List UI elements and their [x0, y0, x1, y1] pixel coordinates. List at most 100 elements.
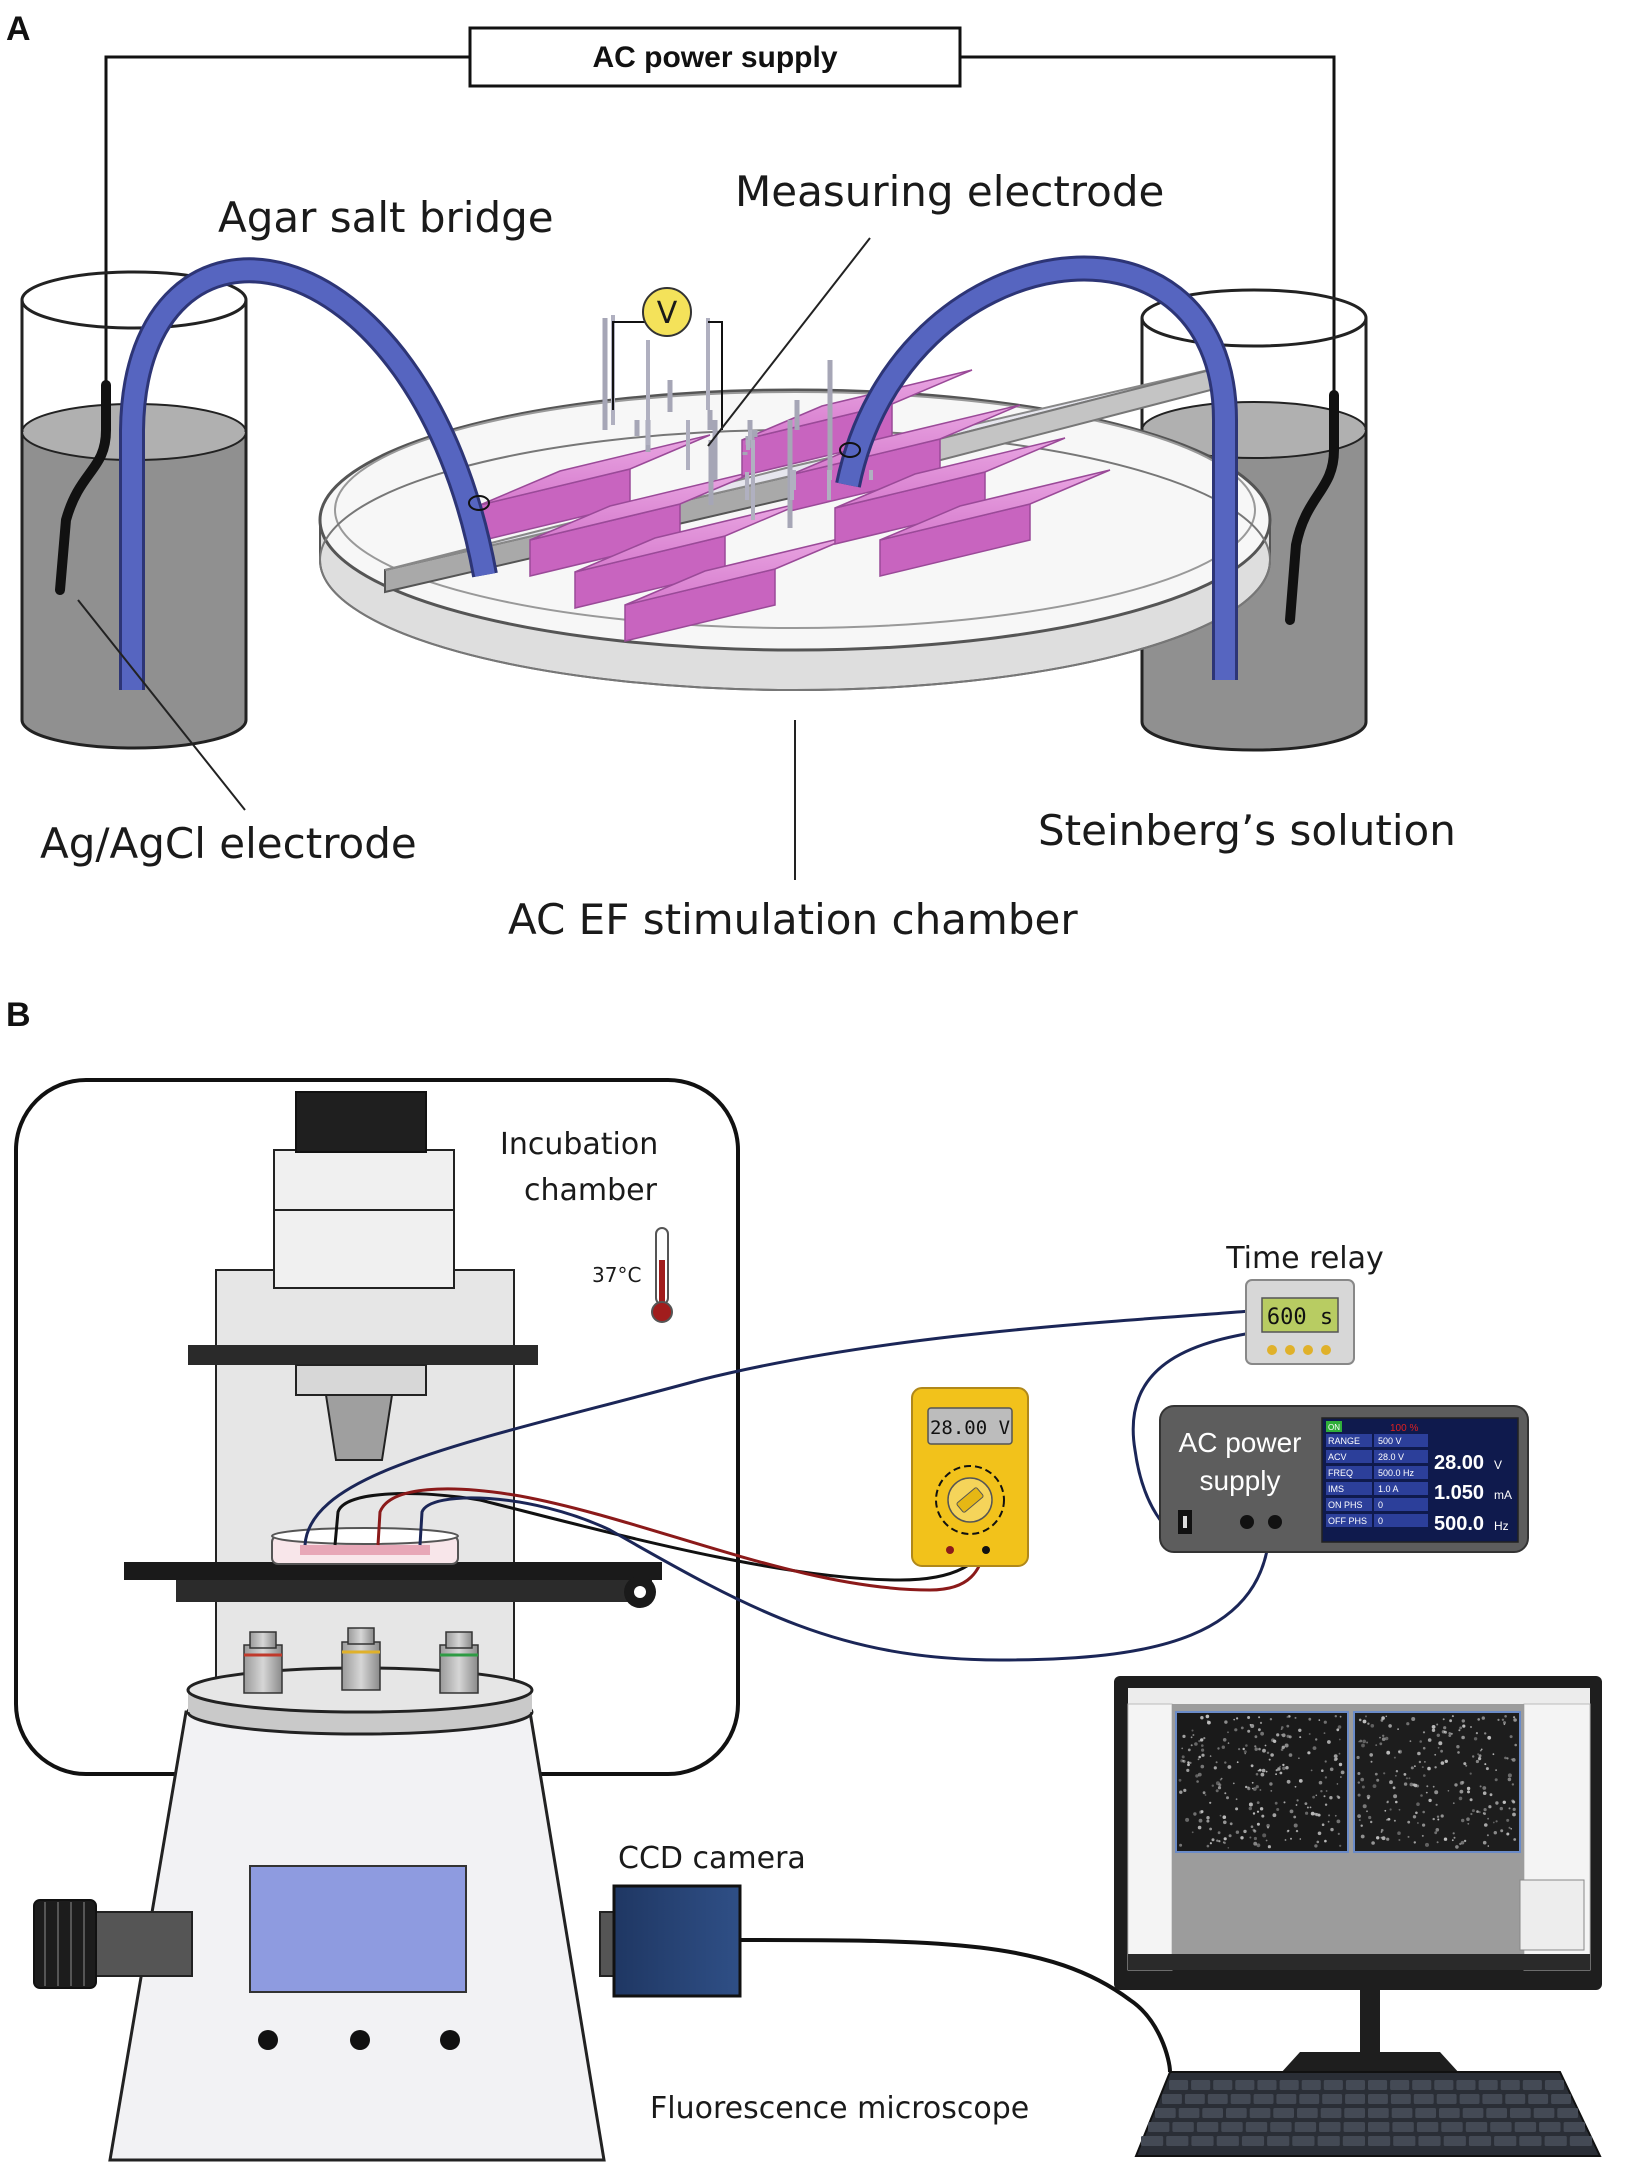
cell-dot	[1267, 1845, 1271, 1849]
cell-dot	[1369, 1753, 1373, 1757]
keyboard-key	[1297, 2108, 1318, 2118]
cell-dot	[1434, 1753, 1437, 1756]
power-screen-row-label: ON PHS	[1328, 1500, 1363, 1510]
keyboard-key	[1462, 2108, 1484, 2118]
keyboard-key	[1245, 2122, 1268, 2132]
cell-dot	[1428, 1798, 1432, 1803]
cell-dot	[1315, 1738, 1318, 1741]
cell-dot	[1407, 1835, 1410, 1838]
cell-dot	[1209, 1755, 1212, 1757]
cell-dot	[1368, 1815, 1372, 1820]
cell-dot	[1454, 1783, 1458, 1787]
cell-dot	[1262, 1833, 1267, 1838]
cell-dot	[1298, 1728, 1302, 1733]
cell-dot	[1318, 1719, 1321, 1721]
cell-dot	[1224, 1792, 1227, 1795]
cell-dot	[1202, 1791, 1206, 1795]
power-screen-row-label: RANGE	[1328, 1436, 1360, 1446]
keyboard-key	[1148, 2122, 1170, 2132]
cell-dot	[1453, 1836, 1456, 1839]
keyboard-key	[1162, 2094, 1182, 2104]
keyboard-key	[1191, 2080, 1211, 2090]
keyboard-key	[1459, 2094, 1480, 2104]
keyboard-key	[1202, 2108, 1223, 2118]
cell-dot	[1259, 1721, 1263, 1724]
cell-dot	[1426, 1785, 1429, 1788]
gel-block	[834, 437, 1066, 509]
cell-dot	[1477, 1753, 1479, 1755]
cell-dot	[1227, 1847, 1230, 1849]
cell-dot	[1197, 1825, 1202, 1830]
cell-dot	[1380, 1836, 1383, 1839]
keyboard-key	[1221, 2122, 1243, 2132]
cell-dot	[1507, 1773, 1512, 1778]
cell-dot	[1191, 1831, 1194, 1834]
ccd-camera	[612, 1884, 1172, 2073]
cell-dot	[1206, 1844, 1210, 1848]
cell-dot	[1294, 1716, 1297, 1719]
cell-dot	[1482, 1791, 1487, 1795]
keyboard-key	[1169, 2080, 1189, 2090]
cell-dot	[1252, 1787, 1257, 1791]
cell-dot	[1495, 1820, 1498, 1823]
keyboard-key	[1456, 2080, 1476, 2090]
cell-dot	[1495, 1801, 1499, 1805]
keyboard-key	[1172, 2122, 1194, 2132]
cell-dot	[1219, 1814, 1222, 1817]
cell-dot	[1366, 1741, 1369, 1744]
cell-dot	[1235, 1807, 1239, 1811]
cell-dot	[1248, 1802, 1253, 1807]
cell-dot	[1323, 1720, 1327, 1724]
cell-dot	[1247, 1716, 1251, 1719]
cell-dot	[1366, 1810, 1368, 1813]
cell-dot	[1200, 1738, 1204, 1742]
cell-dot	[1274, 1801, 1278, 1805]
cell-dot	[1406, 1722, 1410, 1726]
cell-dot	[1456, 1745, 1460, 1749]
cell-dot	[1339, 1715, 1342, 1718]
cell-dot	[1200, 1716, 1204, 1720]
cell-dot	[1409, 1782, 1414, 1787]
measuring-electrode-pins	[602, 318, 833, 528]
cell-dots-right	[1356, 1715, 1517, 1849]
cell-dot	[1325, 1790, 1328, 1792]
power-screen-row-value-bg	[1374, 1466, 1428, 1479]
cell-dot	[1481, 1716, 1486, 1720]
power-screen-row-value-bg	[1374, 1450, 1428, 1463]
power-screen-row-value: 500 V	[1378, 1436, 1402, 1446]
cell-dot	[1286, 1716, 1289, 1718]
cell-dot	[1511, 1799, 1515, 1803]
cell-dot	[1449, 1719, 1452, 1723]
cell-dot	[1269, 1718, 1273, 1721]
cell-dot	[1506, 1757, 1509, 1760]
keyboard-key	[1505, 2094, 1526, 2104]
cell-dot	[1275, 1773, 1277, 1776]
cell-dot	[1265, 1839, 1268, 1842]
cell-dot	[1443, 1837, 1448, 1841]
cell-dot	[1395, 1800, 1398, 1804]
cell-dot	[1436, 1841, 1439, 1844]
cell-dot	[1258, 1768, 1262, 1772]
cell-dot	[1478, 1811, 1481, 1814]
power-screen-row-label: FREQ	[1328, 1468, 1353, 1478]
keyboard-key	[1345, 2094, 1365, 2104]
cell-dot	[1226, 1796, 1229, 1800]
cell-dot	[1397, 1831, 1401, 1835]
keyboard-key	[1368, 2136, 1391, 2146]
cell-dot	[1424, 1761, 1426, 1763]
cell-dot	[1215, 1781, 1220, 1786]
cell-dot	[1233, 1718, 1236, 1721]
cell-dot	[1379, 1736, 1381, 1739]
cell-dot	[1470, 1726, 1472, 1728]
cell-dot	[1211, 1838, 1215, 1842]
cell-dot	[1321, 1823, 1325, 1826]
cell-dot	[1395, 1770, 1399, 1773]
cell-dot	[1189, 1761, 1192, 1764]
cell-dot	[1504, 1715, 1507, 1718]
cell-dot	[1514, 1743, 1517, 1747]
cell-dot	[1413, 1841, 1417, 1844]
cell-dot	[1307, 1751, 1311, 1755]
cell-dot	[1309, 1806, 1312, 1809]
cell-dot	[1328, 1814, 1331, 1817]
cell-dot	[1463, 1762, 1467, 1766]
